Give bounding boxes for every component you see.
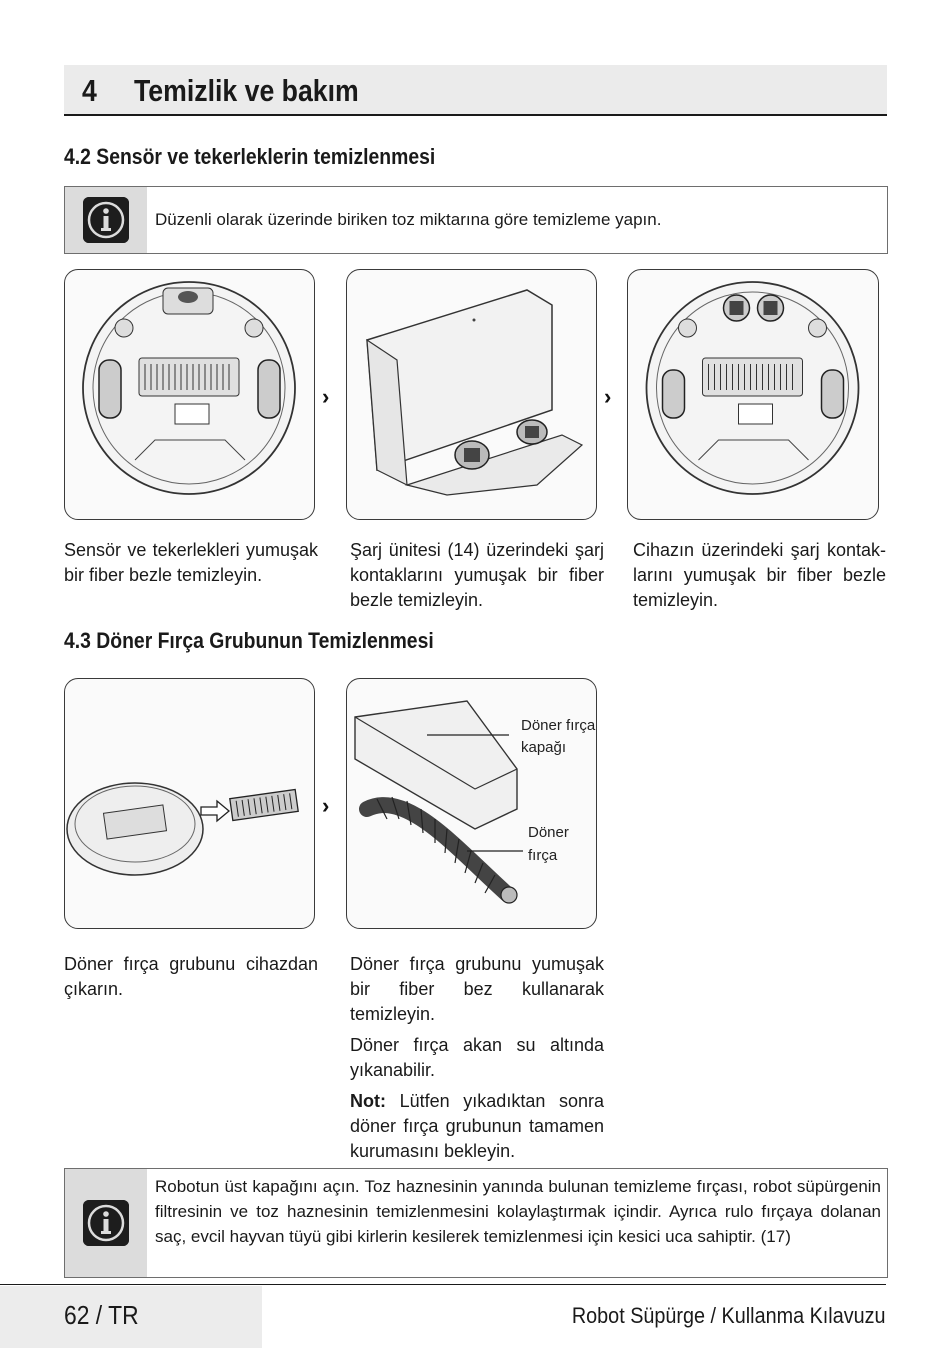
note-label: Not:: [350, 1091, 386, 1111]
label-brush-2: fırça: [528, 847, 558, 864]
info-icon: [83, 197, 129, 243]
label-brush-cover-2: kapağı: [521, 739, 566, 756]
figure-robot-underside-sensors: [64, 269, 315, 520]
caption-note: Not: Lütfen yıkadıktan sonra döner fırça…: [350, 1089, 604, 1164]
caption-dock-contacts: Şarj ünitesi (14) üzerindeki şarj kontak…: [350, 540, 604, 610]
info-box-top: Düzenli olarak üzerinde biriken toz mikt…: [64, 186, 888, 254]
figure-remove-brush: [64, 678, 315, 929]
caption-remove-brush: Döner fırça grubunu cihazdan çıkarın.: [64, 954, 318, 999]
chapter-title: Temizlik ve bakım: [134, 73, 359, 108]
info-box-bottom: Robotun üst kapağını açın. Toz haznesini…: [64, 1168, 888, 1278]
caption-clean-brush-2: Döner fırça akan su altında yıkanabilir.: [350, 1035, 604, 1080]
chevron-right-icon: ›: [322, 384, 330, 409]
footer-divider: [0, 1284, 886, 1285]
chevron-right-icon: ›: [604, 384, 612, 409]
footer-page-tab: [0, 1286, 262, 1348]
label-brush-cover-1: Döner fırça: [521, 717, 596, 734]
caption-device-contacts: Cihazın üzerindeki şarj kontak-larını yu…: [633, 540, 886, 610]
caption-clean-brush: Döner fırça grubunu yumuşak bir fiber be…: [350, 952, 604, 1170]
info-icon: [83, 1200, 129, 1246]
chapter-number: 4: [82, 73, 97, 108]
caption-sensors: Sensör ve tekerlekleri yumuşak bir fiber…: [64, 540, 318, 585]
chapter-header: 4 Temizlik ve bakım: [64, 65, 887, 116]
caption-clean-brush-1: Döner fırça grubunu yumuşak bir fiber be…: [350, 954, 604, 1024]
figure-brush-parts: Döner fırça kapağı Döner fırça: [346, 678, 597, 929]
label-brush-1: Döner: [528, 824, 569, 841]
document-title: Robot Süpürge / Kullanma Kılavuzu: [572, 1303, 886, 1328]
info-text-top: Düzenli olarak üzerinde biriken toz mikt…: [155, 210, 662, 229]
info-text-bottom: Robotun üst kapağını açın. Toz haznesini…: [155, 1177, 881, 1246]
section-title-4-3: 4.3 Döner Fırça Grubunun Temizlenmesi: [64, 628, 434, 653]
figure-robot-underside-contacts: [627, 269, 879, 520]
section-title-4-2: 4.2 Sensör ve tekerleklerin temizlenmesi: [64, 144, 436, 169]
page-number: 62 / TR: [64, 1300, 139, 1330]
chevron-right-icon: ›: [322, 793, 330, 818]
note-text: Lütfen yıkadıktan sonra döner fırça grub…: [350, 1091, 604, 1161]
figure-charging-dock: [346, 269, 597, 520]
